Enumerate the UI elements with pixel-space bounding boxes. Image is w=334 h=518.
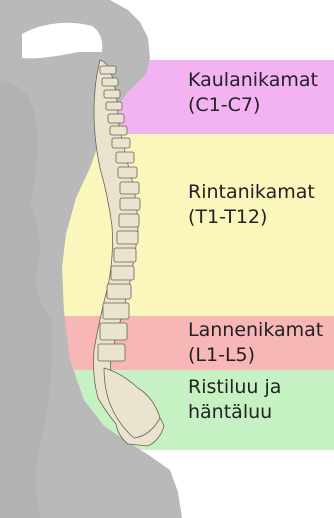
label-thoracic-name: Rintanikamat [188, 180, 315, 205]
label-sacral-range: häntäluu [188, 400, 281, 425]
label-lumbar: Lannenikamat (L1-L5) [188, 318, 323, 368]
label-lumbar-name: Lannenikamat [188, 318, 323, 343]
label-cervical-range: (C1-C7) [188, 93, 318, 118]
label-thoracic: Rintanikamat (T1-T12) [188, 180, 315, 230]
label-thoracic-range: (T1-T12) [188, 205, 315, 230]
label-cervical-name: Kaulanikamat [188, 68, 318, 93]
label-sacral: Ristiluu ja häntäluu [188, 375, 281, 425]
spine [94, 60, 165, 446]
label-lumbar-range: (L1-L5) [188, 343, 323, 368]
label-sacral-name: Ristiluu ja [188, 375, 281, 400]
label-cervical: Kaulanikamat (C1-C7) [188, 68, 318, 118]
